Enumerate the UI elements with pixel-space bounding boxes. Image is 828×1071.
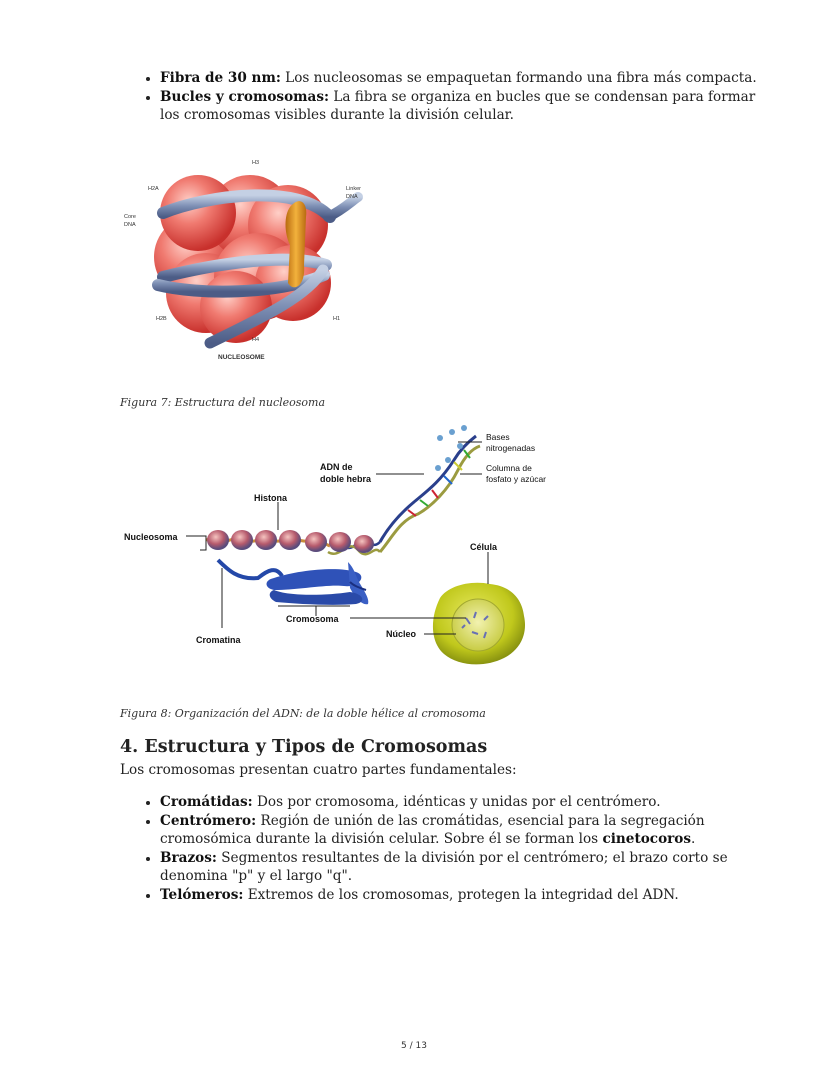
nucleosome-beads [205, 530, 374, 553]
svg-text:H2A: H2A [148, 186, 159, 192]
figure-8-labels: Bases nitrogenadas ADN de doble hebra Co… [124, 432, 546, 645]
svg-text:nitrogenadas: nitrogenadas [486, 443, 535, 453]
svg-text:Bases: Bases [486, 432, 510, 442]
list-item: Bucles y cromosomas: La fibra se organiz… [160, 88, 760, 125]
svg-text:H3: H3 [252, 160, 259, 166]
chromosome [266, 562, 369, 605]
figure-8-caption: Figura 8: Organización del ADN: de la do… [120, 707, 486, 720]
nucleosome-labels: H3 H2A Linker DNA Core DNA H2B H1 H4 NUC… [124, 160, 361, 361]
section-intro: Los cromosomas presentan cuatro partes f… [120, 762, 517, 778]
svg-text:H2B: H2B [156, 316, 167, 322]
svg-text:Columna de: Columna de [486, 463, 532, 473]
dna-strand [152, 189, 363, 349]
svg-text:Linker: Linker [346, 186, 361, 192]
top-bullet-list: Fibra de 30 nm: Los nucleosomas se empaq… [120, 69, 760, 125]
svg-text:Cromatina: Cromatina [196, 635, 242, 645]
svg-text:Cromosoma: Cromosoma [286, 614, 340, 624]
svg-text:Histona: Histona [254, 493, 288, 503]
chromatin [216, 558, 284, 581]
svg-text:fosfato y azúcar: fosfato y azúcar [486, 474, 546, 484]
figure-7-caption: Figura 7: Estructura del nucleosoma [120, 396, 326, 409]
svg-text:Núcleo: Núcleo [386, 629, 417, 639]
svg-text:ADN de: ADN de [320, 462, 353, 472]
svg-text:Célula: Célula [470, 542, 498, 552]
page-number: 5 / 13 [401, 1041, 427, 1051]
svg-text:DNA: DNA [124, 222, 136, 228]
nucleosome-figure: H3 H2A Linker DNA Core DNA H2B H1 H4 NUC… [124, 160, 363, 361]
list-item: Fibra de 30 nm: Los nucleosomas se empaq… [160, 69, 760, 88]
leader-lines [186, 441, 489, 635]
svg-text:Core: Core [124, 214, 136, 220]
svg-text:DNA: DNA [346, 194, 358, 200]
list-item: Centrómero: Región de unión de las cromá… [160, 812, 760, 849]
svg-text:H1: H1 [333, 316, 340, 322]
dna-organization-figure: Bases nitrogenadas ADN de doble hebra Co… [124, 425, 546, 665]
svg-text:Nucleosoma: Nucleosoma [124, 532, 179, 542]
cell [432, 582, 526, 665]
list-item: Telómeros: Extremos de los cromosomas, p… [160, 886, 760, 905]
svg-text:doble hebra: doble hebra [320, 474, 372, 484]
chromosome-parts-list: Cromátidas: Dos por cromosoma, idénticas… [120, 793, 760, 904]
h1-histone [285, 201, 307, 288]
list-item: Cromátidas: Dos por cromosoma, idénticas… [160, 793, 760, 812]
svg-text:NUCLEOSOME: NUCLEOSOME [218, 354, 265, 361]
list-item: Brazos: Segmentos resultantes de la divi… [160, 849, 760, 886]
dna-double-helix [327, 425, 481, 556]
svg-text:H4: H4 [252, 337, 259, 343]
section-heading: 4. Estructura y Tipos de Cromosomas [120, 737, 488, 757]
